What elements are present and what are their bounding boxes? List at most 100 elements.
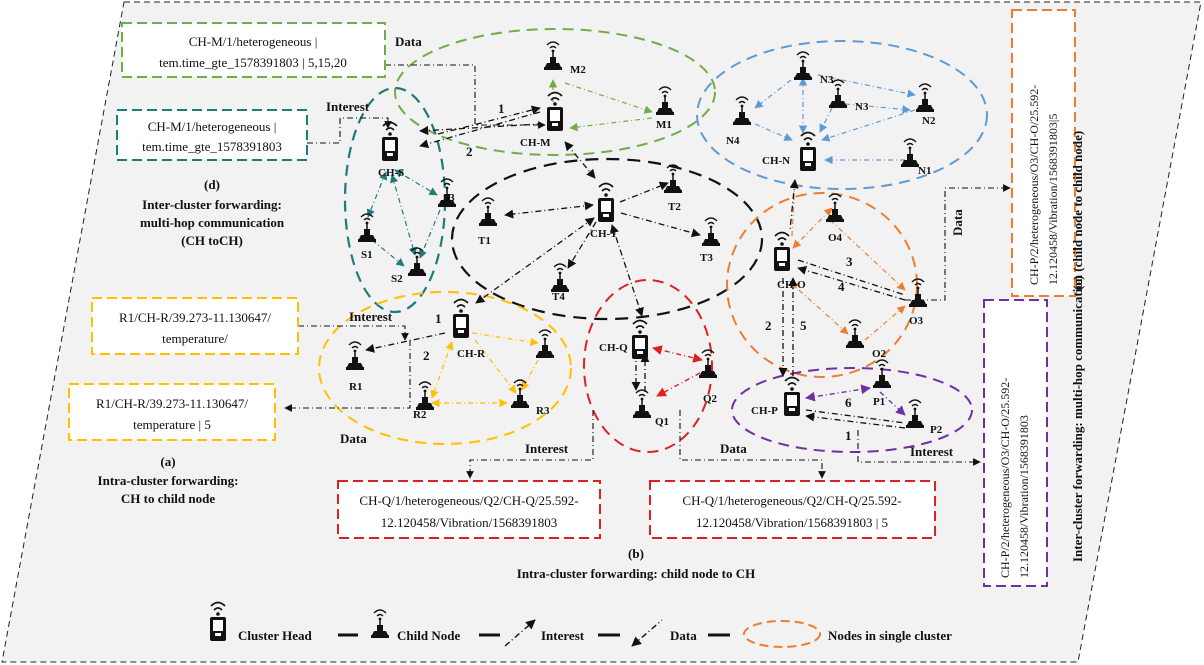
svg-text:N3: N3 [820,74,834,86]
step-number: 2 [466,144,473,159]
svg-text:12.120458/Vibration/1568391803: 12.120458/Vibration/1568391803 [1017,415,1031,578]
caption-d-title: multi-hop communication [140,215,285,230]
caption-d-title: (CH toCH) [181,233,243,248]
label-ch-o: CH-O [777,279,806,291]
label-ch-n: CH-N [762,155,790,167]
packet-box-p-data: CH-P/2/heterogeneous/O3/CH-O/25.592- 12.… [1011,9,1076,297]
child-node-p1: P1 [872,359,892,408]
label-ch-t: CH-T [590,228,618,240]
svg-text:tem.time_gte_1578391803: tem.time_gte_1578391803 [142,139,282,154]
packet-box-q-interest: CH-Q/1/heterogeneous/Q2/CH-Q/25.592- 12.… [337,480,601,539]
cluster-head-ch-n: CH-N [762,131,817,172]
svg-text:CH-Q/1/heterogeneous/Q2/CH-Q/2: CH-Q/1/heterogeneous/Q2/CH-Q/25.592- [682,493,901,508]
step-number: 1 [435,311,442,326]
svg-text:12.120458/Vibration/1568391803: 12.120458/Vibration/1568391803 | 5 [696,515,888,530]
svg-text:R1/CH-R/39.273-11.130647/: R1/CH-R/39.273-11.130647/ [96,396,248,411]
cluster-p-links [805,384,906,416]
arrow-label-data: Data [720,441,747,456]
packet-box-m-data: CH-M/1/heterogeneous | tem.time_gte_1578… [121,22,386,78]
svg-text:O4: O4 [828,232,843,244]
child-node-s3: S3 [437,178,457,208]
svg-text:CH-P/2/heterogeneous/O3/CH-O/2: CH-P/2/heterogeneous/O3/CH-O/25.592- [998,378,1012,578]
svg-text:M1: M1 [656,119,672,131]
child-node-n4: N4 [726,96,752,147]
packet-connectors [284,64,1011,479]
child-node-o4: O4 [825,193,845,244]
svg-text:S3: S3 [443,192,455,204]
caption-c-letter: (c) [1070,276,1085,290]
svg-text:12.120458/Vibration/1568391803: 12.120458/Vibration/1568391803|5 [1046,114,1060,285]
step-number: 1 [845,428,852,443]
child-node-r2: R2 [413,381,435,421]
cluster-n-ellipse [696,40,988,190]
packet-box-q-data: CH-Q/1/heterogeneous/Q2/CH-Q/25.592- 12.… [649,480,936,539]
child-node-p2: P2 [905,399,943,436]
cluster-head-ch-o: CH-O [773,231,806,291]
svg-text:N2: N2 [922,115,936,127]
cluster-q-ellipse [583,279,713,453]
cluster-head-ch-s: CH-S [378,121,404,179]
svg-text:temperature | 5: temperature | 5 [133,417,211,432]
svg-text:P2: P2 [930,424,943,436]
cluster-r-ellipse [318,291,572,445]
step-number: 6 [845,395,852,410]
svg-text:CH-M/1/heterogeneous |: CH-M/1/heterogeneous | [189,34,318,49]
svg-text:R3: R3 [536,405,550,417]
svg-text:Q2: Q2 [703,393,718,405]
svg-text:N1: N1 [918,165,931,177]
child-node-r1: R1 [345,341,365,393]
caption-d-title: Inter-cluster forwarding: [142,197,282,212]
svg-text:R2: R2 [413,409,427,421]
legend-cluster-ellipse [743,620,821,648]
child-node-n3-top: N3 [793,51,834,86]
cluster-o-ellipse [726,192,918,378]
child-node-n1: N1 [900,138,931,177]
svg-text:CH-Q/1/heterogeneous/Q2/CH-Q/2: CH-Q/1/heterogeneous/Q2/CH-Q/25.592- [359,493,578,508]
cluster-o-links [789,179,906,341]
packet-box-r-data: R1/CH-R/39.273-11.130647/ temperature | … [68,383,276,441]
svg-text:T4: T4 [552,291,565,303]
svg-text:tem.time_gte_1578391803 | 5,15: tem.time_gte_1578391803 | 5,15,20 [159,55,347,70]
step-number: 1 [498,101,505,116]
svg-text:S1: S1 [361,249,373,261]
arrow-label-interest: Interest [349,309,393,324]
child-node-q2: Q2 [698,349,718,405]
child-node-m1: M1 [655,86,675,131]
step-number: 5 [800,318,807,333]
child-node-s1: S1 [357,213,377,261]
child-node-o2: O2 [845,319,887,360]
child-node-s2: S2 [391,247,427,285]
step-number: 2 [765,318,772,333]
child-node-o3: O3 [908,278,928,327]
cluster-head-ch-r: CH-R [452,298,486,360]
child-node-t1: T1 [478,197,498,247]
svg-text:M2: M2 [570,64,586,76]
step-number: 4 [838,279,845,294]
cluster-head-ch-m: CH-M [520,91,564,149]
legend-cluster-head-label: Cluster Head [238,628,313,643]
svg-text:O2: O2 [872,348,887,360]
step-number: 2 [423,348,430,363]
child-node-n2: N2 [915,83,936,127]
svg-text:CH-M/1/heterogeneous |: CH-M/1/heterogeneous | [148,119,277,134]
cluster-head-ch-t: CH-T [590,182,618,240]
label-ch-p: CH-P [751,405,778,417]
cluster-s-links [366,169,441,267]
caption-b-title: Intra-cluster forwarding: child node to … [517,566,755,581]
packet-box-r-interest: R1/CH-R/39.273-11.130647/ temperature/ [91,297,299,355]
cluster-p-ellipse [731,367,973,453]
step-number: 3 [846,254,853,269]
label-ch-m: CH-M [520,137,551,149]
label-ch-s: CH-S [378,167,404,179]
cluster-n-links [754,74,916,165]
caption-a-title: Intra-cluster forwarding: [98,473,239,488]
svg-text:T2: T2 [668,201,681,213]
legend-interest-label: Interest [541,628,585,643]
caption-a-letter: (a) [160,454,175,469]
child-node-r3: R3 [510,379,550,417]
svg-text:R1/CH-R/39.273-11.130647/: R1/CH-R/39.273-11.130647/ [119,310,271,325]
arrow-label-interest: Interest [326,99,370,114]
svg-text:CH-P/2/heterogeneous/O3/CH-O/2: CH-P/2/heterogeneous/O3/CH-O/25.592- [1027,85,1041,285]
svg-text:N3: N3 [855,101,869,113]
caption-d-letter: (d) [204,177,220,192]
